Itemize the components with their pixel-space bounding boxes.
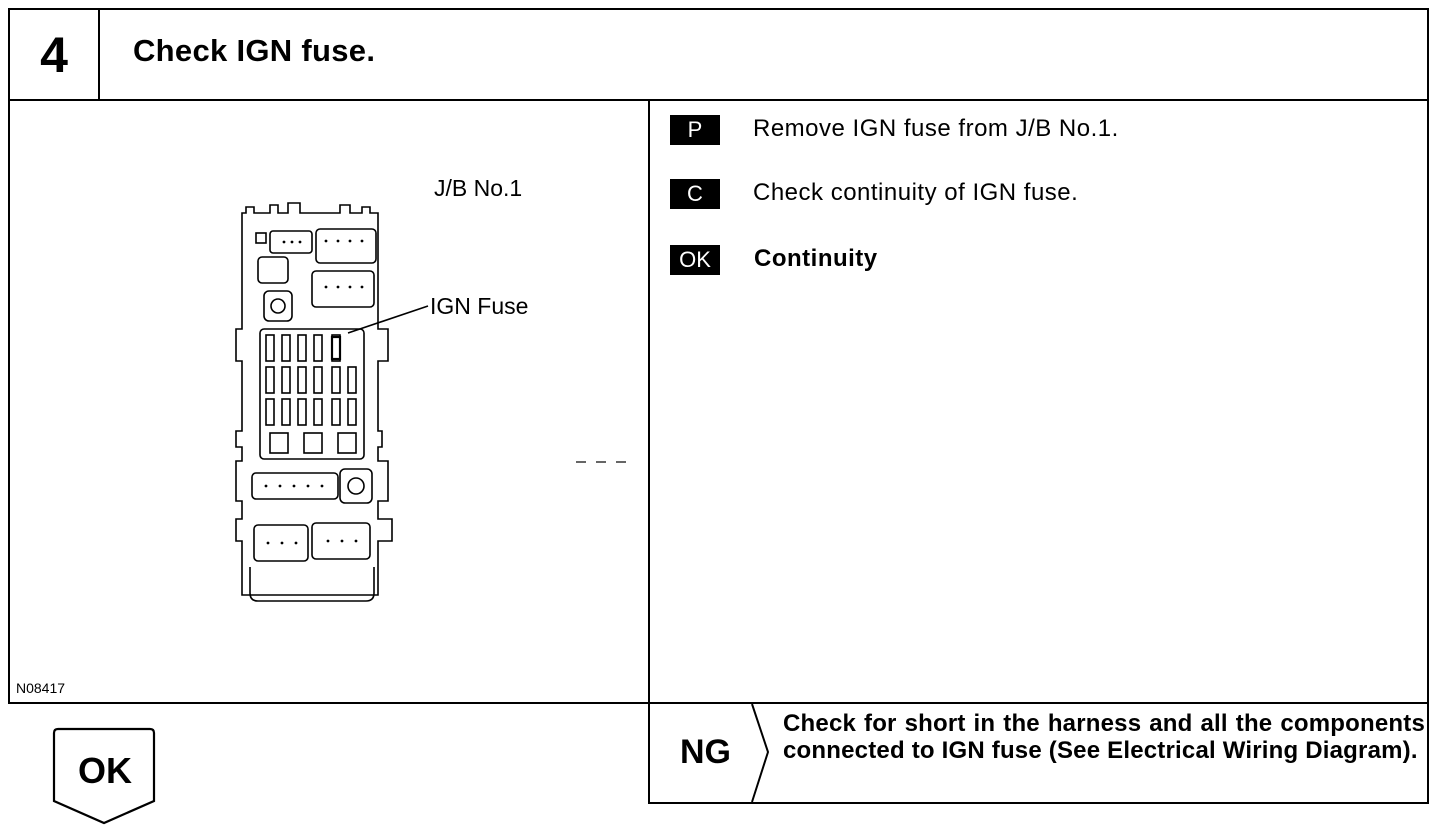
step-number: 4 — [10, 10, 100, 99]
instruction-badge: OK — [670, 245, 720, 275]
junction-block-diagram — [235, 202, 626, 602]
instruction-item: C Check continuity of IGN fuse. — [670, 177, 1370, 211]
instruction-badge: P — [670, 115, 720, 145]
ng-chevron — [751, 703, 770, 803]
ng-result-label: NG — [680, 733, 731, 771]
main-panel — [8, 99, 1429, 704]
instruction-item: OK Continuity — [670, 243, 1370, 277]
step-header — [8, 8, 1429, 101]
instruction-text: Remove IGN fuse from J/B No.1. — [753, 115, 1119, 142]
step-title: Check IGN fuse. — [133, 33, 376, 68]
ign-fuse-label: IGN Fuse — [430, 293, 529, 319]
instruction-item: P Remove IGN fuse from J/B No.1. — [670, 113, 1370, 147]
instruction-badge: C — [670, 179, 720, 209]
figure-panel: J/B No.1 IGN Fuse — [10, 101, 648, 702]
figure-id: N08417 — [16, 680, 66, 696]
ok-result-label: OK — [78, 750, 132, 791]
ng-result-box — [648, 702, 1429, 804]
jb-label: J/B No.1 — [434, 175, 523, 201]
panel-divider — [648, 100, 650, 703]
ok-arrow-shape — [52, 727, 156, 825]
instruction-text: Continuity — [754, 245, 878, 272]
ng-result-text: Check for short in the harness and all t… — [783, 710, 1425, 764]
instruction-text: Check continuity of IGN fuse. — [753, 179, 1079, 206]
